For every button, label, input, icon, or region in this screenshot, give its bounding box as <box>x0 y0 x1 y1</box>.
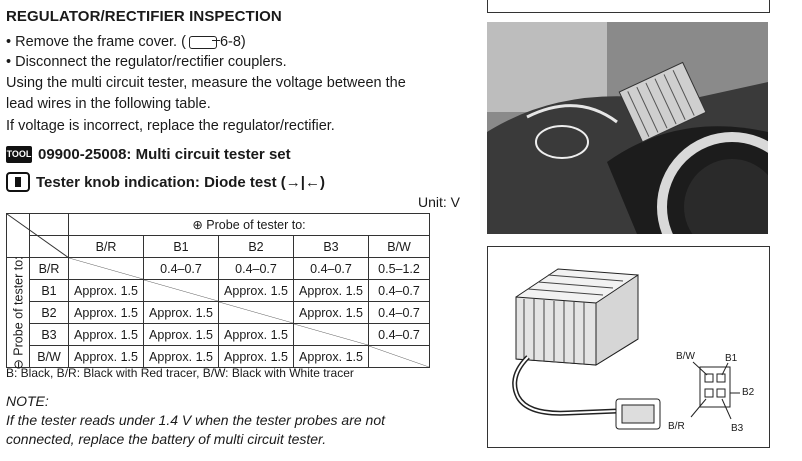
table-cell: Approx. 1.5 <box>293 301 369 324</box>
table-cell: 0.4–0.7 <box>218 257 294 280</box>
tester-knob-icon <box>6 172 30 192</box>
row-label: B3 <box>29 323 69 346</box>
table-cell: Approx. 1.5 <box>143 345 219 368</box>
regulator-diagram: B/W B1 B2 B/R B3 <box>487 246 770 448</box>
note-line: If the tester reads under 1.4 V when the… <box>6 412 386 428</box>
table-row: ⊖ Probe of tester to: B/R 0.4–0.7 0.4–0.… <box>6 256 430 369</box>
table-cell: Approx. 1.5 <box>68 345 144 368</box>
diagonal-cell <box>293 323 369 346</box>
reference-icon <box>188 35 220 49</box>
col-header: B2 <box>218 235 294 258</box>
inspection-table: ⊕ Probe of tester to: B/R B1 B2 B3 B/W ⊖… <box>6 213 430 369</box>
tool-text: 09900-25008: Multi circuit tester set <box>38 146 291 163</box>
minus-probe-header: ⊖ Probe of tester to: <box>11 255 26 370</box>
col-header: B3 <box>293 235 369 258</box>
note-label: NOTE: <box>6 393 49 409</box>
col-header: B/W <box>368 235 430 258</box>
table-cell: 0.4–0.7 <box>368 323 430 346</box>
note-line: connected, replace the battery of multi … <box>6 431 327 447</box>
instruction-line-2: lead wires in the following table. <box>6 96 211 112</box>
page-reference: 6-8) <box>219 34 246 50</box>
diagonal-cell <box>68 257 144 280</box>
label-bw: B/W <box>676 351 695 362</box>
table-row: B/W Approx. 1.5 Approx. 1.5 Approx. 1.5 … <box>7 345 430 368</box>
section-title: REGULATOR/RECTIFIER INSPECTION <box>6 8 282 25</box>
unit-label: Unit: V <box>417 194 460 210</box>
table-cell: Approx. 1.5 <box>293 279 369 302</box>
label-b1: B1 <box>725 353 738 364</box>
corner-diagonal <box>6 213 70 259</box>
table-cell: 0.5–1.2 <box>368 257 430 280</box>
bullet-remove-cover: • Remove the frame cover. ( 6-8) <box>6 34 246 50</box>
table-corner <box>6 213 70 259</box>
row-label: B2 <box>29 301 69 324</box>
table-cell: 0.4–0.7 <box>368 301 430 324</box>
top-frame-box <box>487 0 770 13</box>
note-body: If the tester reads under 1.4 V when the… <box>6 411 466 449</box>
table-cell: Approx. 1.5 <box>143 301 219 324</box>
row-label: B1 <box>29 279 69 302</box>
diagonal-cell <box>368 345 430 368</box>
table-cell: Approx. 1.5 <box>293 345 369 368</box>
table-cell: Approx. 1.5 <box>68 279 144 302</box>
motorcycle-photo <box>487 22 768 234</box>
label-br: B/R <box>668 421 685 432</box>
table-cell: Approx. 1.5 <box>68 323 144 346</box>
table-cell: Approx. 1.5 <box>218 323 294 346</box>
bullet-text: • Remove the frame cover. ( <box>6 34 186 50</box>
wire-color-legend: B: Black, B/R: Black with Red tracer, B/… <box>6 366 354 380</box>
table-row: B1 Approx. 1.5 Approx. 1.5 Approx. 1.5 0… <box>7 279 430 302</box>
label-b2: B2 <box>742 387 755 398</box>
regulator-illustration <box>512 268 740 430</box>
table-cell: Approx. 1.5 <box>218 279 294 302</box>
photo-illustration <box>487 22 768 234</box>
knob-line: Tester knob indication: Diode test (→|←) <box>6 172 325 192</box>
row-label: B/R <box>29 257 69 280</box>
col-header: B/R <box>68 235 144 258</box>
label-b3: B3 <box>731 423 744 434</box>
table-cell: 0.4–0.7 <box>368 279 430 302</box>
instruction-line-1: Using the multi circuit tester, measure … <box>6 75 406 91</box>
knob-text: Tester knob indication: Diode test (→|←) <box>36 173 325 191</box>
table-cell: Approx. 1.5 <box>68 301 144 324</box>
table-cell: 0.4–0.7 <box>143 257 219 280</box>
minus-probe-header-cell: ⊖ Probe of tester to: <box>6 255 30 370</box>
table-cell: Approx. 1.5 <box>143 323 219 346</box>
tool-icon: TOOL <box>6 146 32 163</box>
plus-probe-header: ⊕ Probe of tester to: <box>68 213 430 236</box>
diagonal-cell <box>218 301 294 324</box>
row-label: B/W <box>29 345 69 368</box>
instruction-line-3: If voltage is incorrect, replace the reg… <box>6 118 335 134</box>
col-header: B1 <box>143 235 219 258</box>
bullet-disconnect: • Disconnect the regulator/rectifier cou… <box>6 54 287 70</box>
tool-line: TOOL 09900-25008: Multi circuit tester s… <box>6 146 291 163</box>
table-row: B3 Approx. 1.5 Approx. 1.5 Approx. 1.5 0… <box>7 323 430 346</box>
table-cell: Approx. 1.5 <box>218 345 294 368</box>
table-row: B2 Approx. 1.5 Approx. 1.5 Approx. 1.5 0… <box>7 301 430 324</box>
diagonal-cell <box>143 279 219 302</box>
table-cell: 0.4–0.7 <box>293 257 369 280</box>
